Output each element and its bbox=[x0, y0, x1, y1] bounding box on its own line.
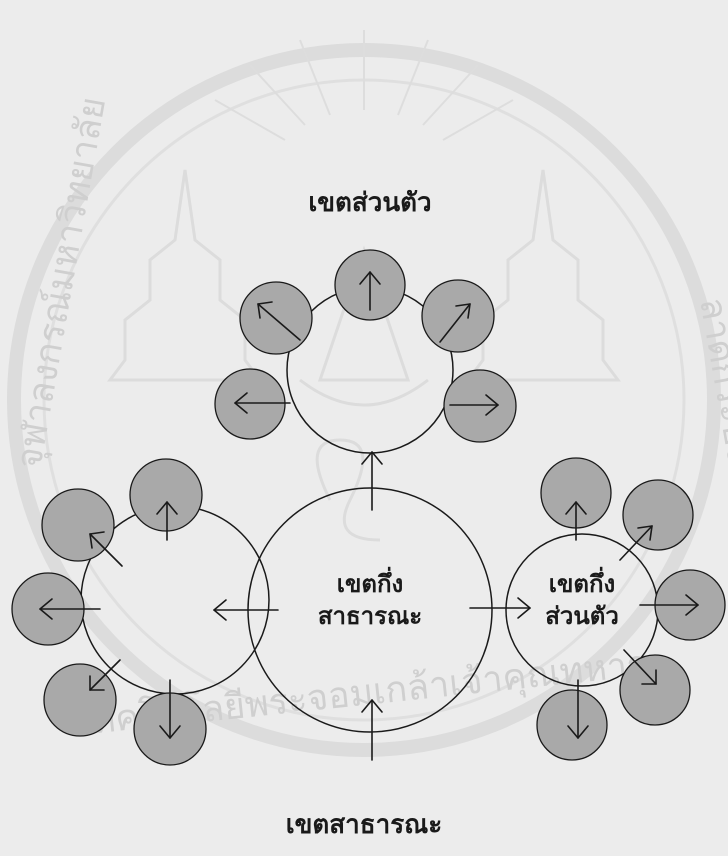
semi-private-zone-label-line2: ส่วนตัว bbox=[527, 600, 637, 632]
semi-private-zone-label-line1: เขตกึ่ง bbox=[527, 568, 637, 600]
watermark-left-pagoda-icon bbox=[110, 170, 260, 380]
watermark-outer-ring bbox=[14, 50, 714, 750]
arrow-up-icon bbox=[362, 452, 382, 510]
semi-public-zone-label-line1: เขตกึ่ง bbox=[295, 568, 445, 600]
semi-private-zone-label: เขตกึ่ง ส่วนตัว bbox=[527, 568, 637, 633]
public-zone-label: เขตสาธารณะ bbox=[264, 808, 464, 843]
satellite-circle bbox=[240, 282, 312, 354]
watermark-seal bbox=[14, 30, 714, 750]
watermark-right-pagoda-icon bbox=[468, 170, 618, 380]
watermark-sun-rays-icon bbox=[215, 30, 513, 140]
semi-public-zone-label-line2: สาธารณะ bbox=[295, 600, 445, 632]
satellite-circle bbox=[422, 280, 494, 352]
satellite-circle bbox=[623, 480, 693, 550]
private-zone-label: เขตส่วนตัว bbox=[270, 186, 470, 221]
satellite-circle bbox=[215, 369, 285, 439]
watermark-text-left: จุฬาลงกรณ์มหาวิทยาลัย bbox=[8, 94, 115, 472]
satellite-circle bbox=[537, 690, 607, 760]
arrow-right-icon bbox=[470, 598, 530, 618]
satellite-circle bbox=[42, 489, 114, 561]
satellite-circle bbox=[444, 370, 516, 442]
semi-public-zone-label: เขตกึ่ง สาธารณะ bbox=[295, 568, 445, 633]
satellite-circle bbox=[620, 655, 690, 725]
satellite-circle bbox=[130, 459, 202, 531]
